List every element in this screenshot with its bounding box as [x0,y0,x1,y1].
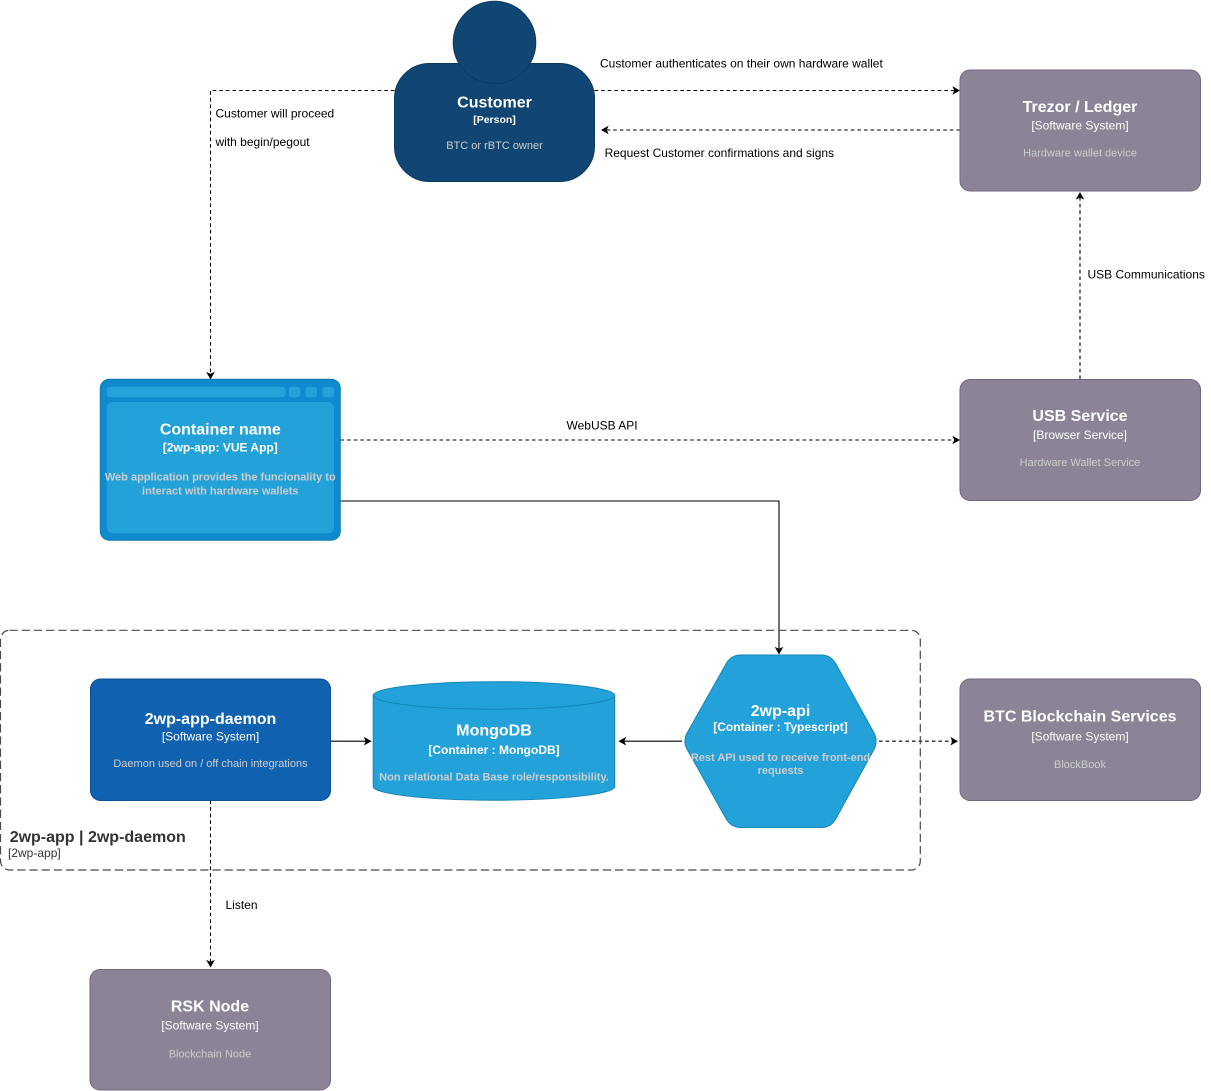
svg-text:USB Communications: USB Communications [1088,268,1205,282]
svg-text:[Software System]: [Software System] [1031,730,1128,744]
svg-text:RSK Node: RSK Node [171,999,249,1016]
svg-text:[Software System]: [Software System] [1031,118,1128,132]
svg-text:[Software System]: [Software System] [161,1018,258,1032]
svg-text:Non relational Data Base role/: Non relational Data Base role/responsibi… [379,772,609,784]
svg-text:BlockBook: BlockBook [1054,759,1106,771]
svg-text:Customer will proceed: Customer will proceed [216,107,335,121]
svg-text:Rest API used to receive front: Rest API used to receive front-end [691,752,870,764]
svg-text:Customer: Customer [457,95,532,112]
svg-text:MongoDB: MongoDB [456,722,532,739]
svg-text:Container name: Container name [160,421,281,438]
svg-text:with begin/pegout: with begin/pegout [215,135,311,149]
svg-text:Daemon used on / off chain int: Daemon used on / off chain integrations [113,758,308,770]
svg-text:Request Customer confirmations: Request Customer confirmations and signs [605,146,834,160]
svg-text:[Software System]: [Software System] [162,729,259,743]
svg-text:Customer authenticates on thei: Customer authenticates on their own hard… [600,57,883,71]
svg-text:Blockchain Node: Blockchain Node [169,1049,252,1061]
svg-text:Hardware Wallet Service: Hardware Wallet Service [1020,457,1141,469]
svg-text:[Person]: [Person] [473,114,516,126]
svg-text:BTC or rBTC owner: BTC or rBTC owner [446,140,543,152]
svg-text:USB Service: USB Service [1032,408,1127,425]
svg-text:[Container : Typescript]: [Container : Typescript] [713,720,847,734]
svg-text:[2wp-app: VUE App]: [2wp-app: VUE App] [163,441,278,455]
svg-text:2wp-app | 2wp-daemon: 2wp-app | 2wp-daemon [10,829,186,846]
svg-text:[2wp-app]: [2wp-app] [8,846,61,860]
svg-text:WebUSB API: WebUSB API [567,418,638,432]
svg-text:Hardware wallet device: Hardware wallet device [1023,147,1137,159]
svg-text:2wp-app-daemon: 2wp-app-daemon [145,711,277,728]
svg-text:interact with hardware wallets: interact with hardware wallets [142,486,299,498]
svg-text:[Browser Service]: [Browser Service] [1033,428,1127,442]
svg-text:Web application provides the f: Web application provides the funcionalit… [105,472,336,484]
svg-text:Trezor / Ledger: Trezor / Ledger [1023,99,1138,116]
svg-text:Listen: Listen [226,898,258,912]
svg-text:[Container : MongoDB]: [Container : MongoDB] [428,743,559,757]
svg-text:BTC Blockchain Services: BTC Blockchain Services [984,709,1177,726]
svg-text:2wp-api: 2wp-api [751,703,811,720]
svg-text:requests: requests [758,765,804,777]
